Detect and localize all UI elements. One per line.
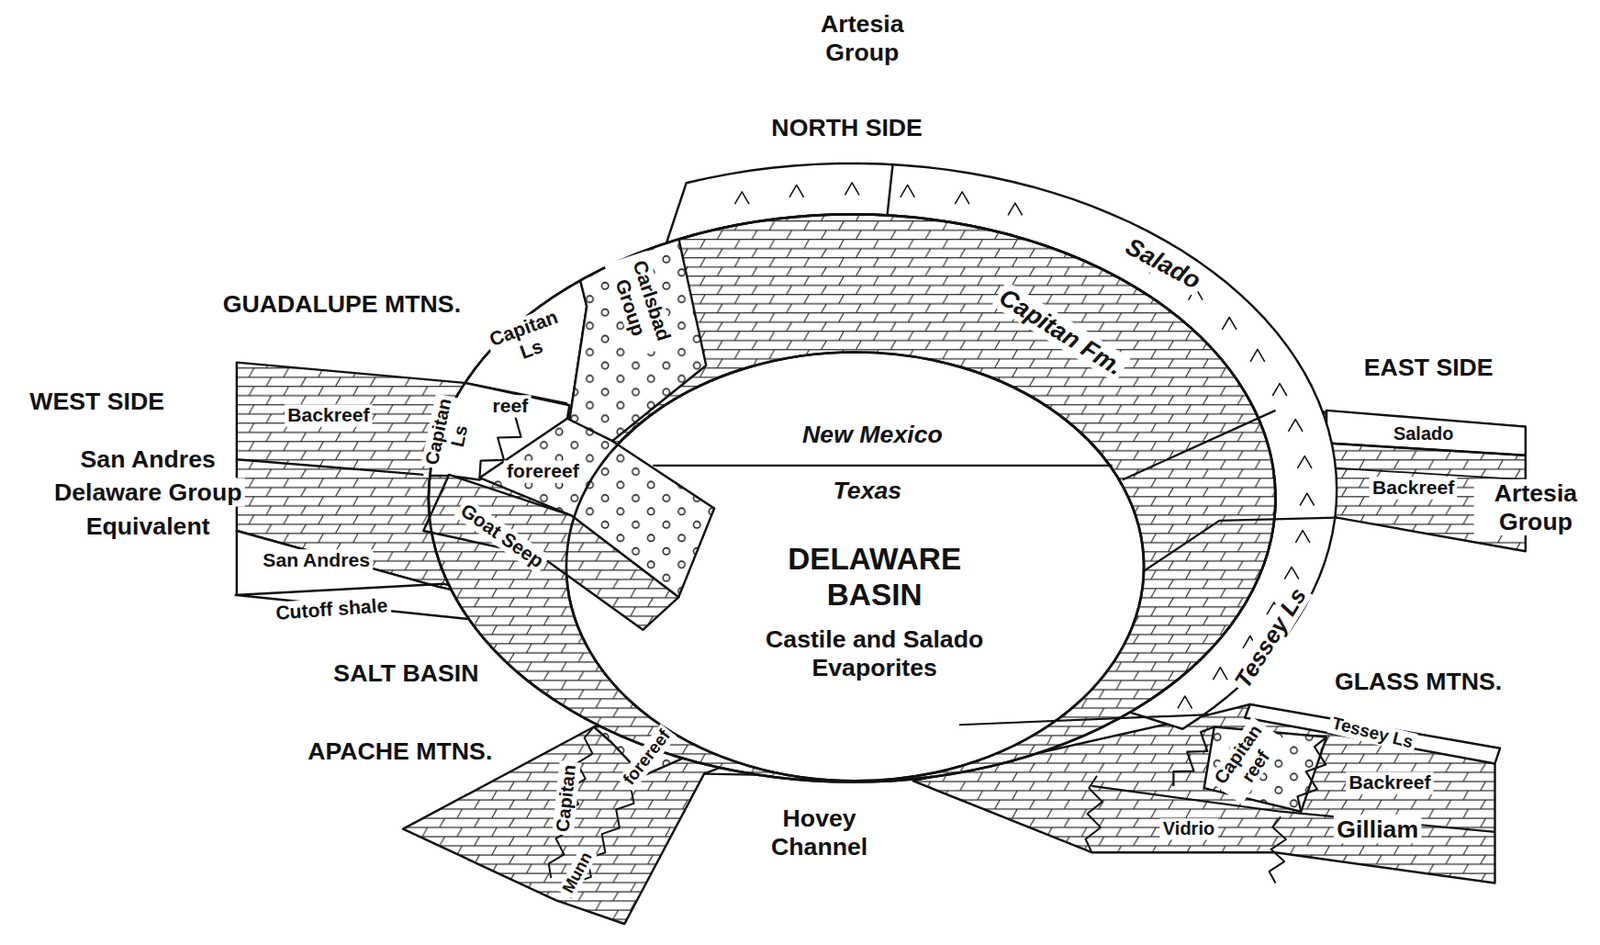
evaporite-mark [1299,492,1315,505]
map-label: Delaware Group [51,477,246,506]
east-salado [1326,410,1526,456]
contact-line [1326,442,1526,455]
map-label: Texas [829,475,905,504]
map-label: NORTH SIDE [768,113,926,143]
map-label: APACHE MTNS. [304,737,496,766]
contact-line [1142,517,1337,572]
map-label: GUADALUPE MTNS. [219,290,464,319]
map-label: GLASS MTNS. [1331,666,1506,695]
contact-line [1122,410,1276,481]
state-line [652,464,1112,467]
contact-line [236,458,424,475]
evaporite-mark [844,182,860,195]
evaporite-mark [1297,456,1312,469]
evaporite-mark [1213,667,1229,680]
evaporite-mark [900,184,916,197]
evaporite-mark [734,191,750,204]
map-label: San Andres [259,548,373,571]
map-label: San Andres [77,445,219,474]
map-label: EAST SIDE [1360,353,1497,382]
evaporite-mark [789,184,805,197]
map-label: Equivalent [82,511,213,540]
inner-ellipse [566,352,1144,782]
map-label: SALT BASIN [330,658,482,687]
map-label: Hovey Channel [760,803,879,860]
map-label: forereef [503,459,582,482]
contact-line [1297,737,1328,812]
map-label: Backreef [284,403,373,426]
evaporite-mark [1295,530,1310,543]
contact-line [1085,775,1103,852]
map-label: reef [489,394,531,417]
map-label: Vidrio [1160,817,1219,840]
map-label: Backreef [1345,771,1434,794]
map-label: Backreef [1369,476,1458,499]
map-label: WEST SIDE [26,387,168,416]
map-label: DELAWARE BASIN [749,541,1000,613]
map-label: Artesia Group [1474,479,1599,536]
map-label: Gilliam [1333,814,1422,843]
evaporite-mark [1272,383,1287,396]
contact-line [1269,816,1287,883]
evaporite-mark [1007,202,1023,215]
contact-line [959,714,1209,725]
contact-line [1091,785,1495,832]
evaporite-mark [1284,566,1299,579]
evaporite-mark [1287,419,1303,432]
map-label: Castile and Salado Evaporites [718,625,1031,682]
map-label: Artesia Group [800,9,925,66]
evaporite-mark [1177,695,1193,708]
map-label: New Mexico [799,419,946,448]
outer-ellipse [428,213,1276,782]
evaporite-mark [1221,316,1237,329]
map-label: Salado [1390,423,1457,445]
evaporite-mark [1250,348,1265,361]
evaporite-mark [954,191,970,204]
